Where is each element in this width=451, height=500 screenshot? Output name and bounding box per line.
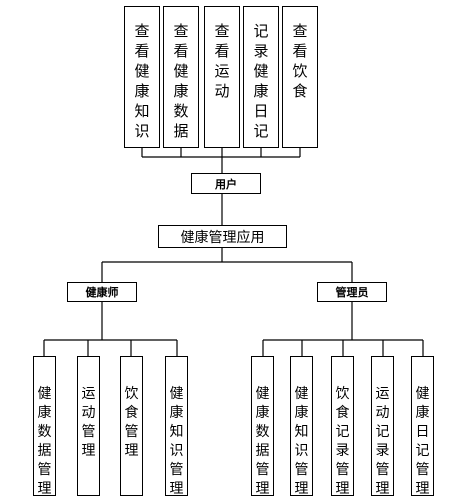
coach-function-exercise-management: 运动管理 bbox=[77, 356, 100, 496]
vertical-label: 健康数据管理 bbox=[255, 386, 270, 497]
vertical-label: 饮食记录管理 bbox=[335, 386, 350, 497]
vertical-label: 健康知识管理 bbox=[169, 386, 184, 497]
coach-function-health-data-management: 健康数据管理 bbox=[33, 356, 56, 497]
vertical-label: 运动管理 bbox=[81, 386, 96, 459]
coach-function-diet-management: 饮食管理 bbox=[120, 356, 143, 496]
admin-function-diet-record-management: 饮食记录管理 bbox=[331, 356, 354, 497]
user-function-view-health-knowledge: 查看健康知识 bbox=[124, 6, 160, 148]
health-coach-label: 健康师 bbox=[85, 286, 119, 299]
user-function-record-health-diary: 记录健康日记 bbox=[243, 6, 279, 148]
vertical-label: 健康日记管理 bbox=[415, 386, 430, 497]
user-function-view-diet: 查看饮食 bbox=[282, 6, 318, 148]
vertical-label: 查看健康知识 bbox=[134, 22, 150, 140]
vertical-label: 饮食管理 bbox=[124, 386, 139, 459]
admin-function-health-knowledge-management: 健康知识管理 bbox=[290, 356, 313, 497]
user-function-view-exercise: 查看运动 bbox=[204, 6, 240, 148]
vertical-label: 运动记录管理 bbox=[375, 386, 390, 497]
user-label: 用户 bbox=[215, 177, 237, 191]
vertical-label: 记录健康日记 bbox=[253, 22, 269, 140]
admin-label: 管理员 bbox=[335, 286, 369, 299]
app-label: 健康管理应用 bbox=[180, 229, 265, 246]
user-node: 用户 bbox=[191, 173, 261, 194]
vertical-label: 健康知识管理 bbox=[294, 386, 309, 497]
admin-function-health-data-management: 健康数据管理 bbox=[251, 356, 274, 497]
user-function-view-health-data: 查看健康数据 bbox=[163, 6, 199, 148]
admin-function-health-diary-management: 健康日记管理 bbox=[411, 356, 434, 497]
admin-node: 管理员 bbox=[317, 282, 387, 302]
vertical-label: 查看健康数据 bbox=[173, 22, 189, 140]
admin-function-exercise-record-management: 运动记录管理 bbox=[371, 356, 394, 497]
vertical-label: 健康数据管理 bbox=[37, 386, 52, 497]
vertical-label: 查看饮食 bbox=[292, 22, 308, 100]
health-coach-node: 健康师 bbox=[67, 282, 137, 302]
vertical-label: 查看运动 bbox=[214, 22, 230, 100]
app-node: 健康管理应用 bbox=[158, 225, 287, 248]
coach-function-health-knowledge-management: 健康知识管理 bbox=[165, 356, 188, 497]
